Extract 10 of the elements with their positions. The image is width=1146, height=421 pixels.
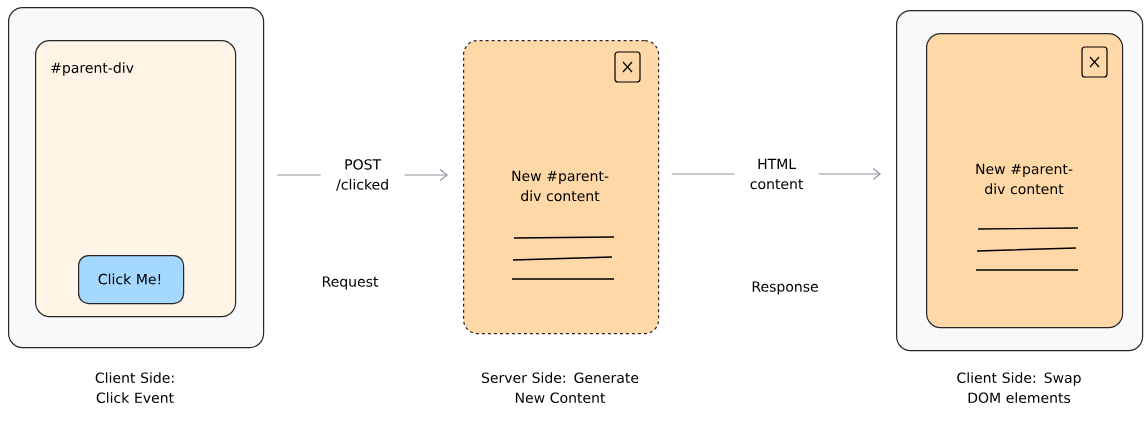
step-label: Request [322, 276, 379, 290]
caption-text: Client Side: Swap DOM elements [957, 372, 1081, 404]
content-card: New #parent-div content [926, 33, 1124, 329]
edge-label: HTML content [734, 156, 819, 192]
button: Click Me! [78, 255, 185, 305]
step-label: Response [752, 281, 818, 295]
edge-label: POST /clicked [320, 157, 405, 193]
content-card: New #parent-div content [463, 40, 660, 335]
caption-text: Client Side: Click Event [95, 372, 174, 404]
caption-text: Server Side: Generate New Content [481, 372, 639, 404]
